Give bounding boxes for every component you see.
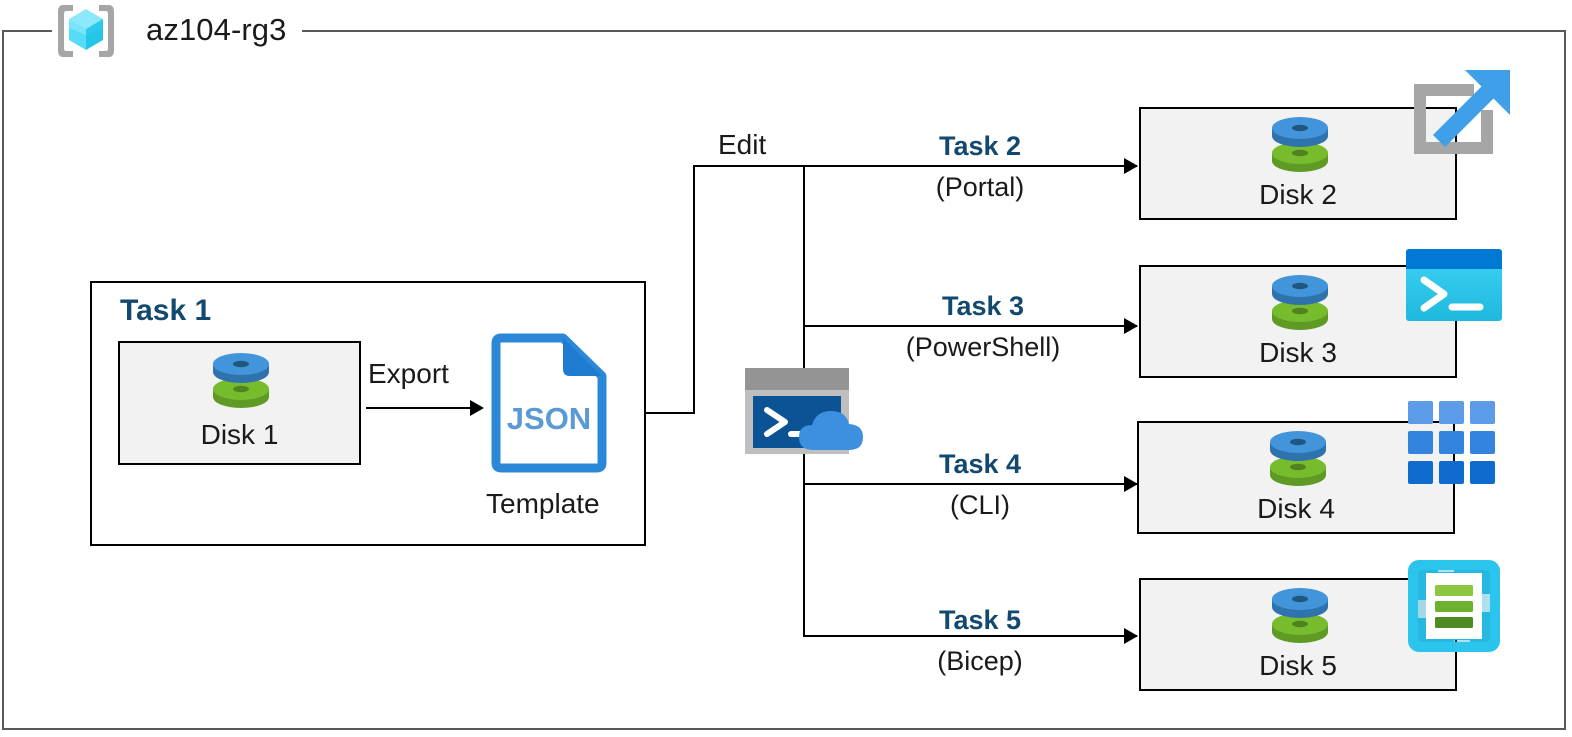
task5-arrow-line — [803, 635, 1137, 637]
azure-resource-group-icon — [55, 2, 117, 60]
edit-riser-line — [693, 165, 695, 414]
task5-label: Task 5 — [938, 605, 1022, 635]
template-caption: Template — [486, 488, 600, 519]
json-file-icon: JSON — [491, 333, 607, 473]
task4-method-label: (CLI) — [950, 490, 1010, 520]
task2-arrow-head — [1124, 158, 1138, 174]
disk3-caption: Disk 3 — [1259, 337, 1337, 368]
edit-label: Edit — [718, 129, 767, 160]
disk1-box: Disk 1 — [118, 341, 361, 465]
disk1-caption: Disk 1 — [200, 419, 279, 450]
managed-disk-icon — [208, 353, 274, 411]
disk4-caption: Disk 4 — [1257, 493, 1335, 524]
resource-group-title-notch — [52, 22, 302, 40]
task2-method-label: (Portal) — [935, 172, 1025, 202]
task3-arrow-head — [1124, 318, 1138, 334]
cloud-shell-icon — [743, 366, 865, 464]
task3-method-label: (PowerShell) — [905, 332, 1061, 362]
task1-label: Task 1 — [120, 294, 212, 327]
export-arrow-line — [366, 407, 473, 409]
template-to-trunk-line — [645, 412, 695, 414]
task4-arrow-head — [1124, 476, 1138, 492]
bicep-icon — [1408, 560, 1500, 652]
task4-label: Task 4 — [938, 449, 1022, 479]
task2-arrow-line — [693, 165, 1137, 167]
task5-method-label: (Bicep) — [937, 646, 1023, 676]
disk3-box: Disk 3 — [1139, 265, 1457, 378]
svg-text:JSON: JSON — [507, 401, 591, 436]
disk2-box: Disk 2 — [1139, 107, 1457, 220]
task3-label: Task 3 — [941, 291, 1025, 321]
task2-label: Task 2 — [938, 131, 1022, 161]
powershell-icon — [1406, 249, 1502, 321]
managed-disk-icon — [1267, 588, 1333, 646]
disk5-box: Disk 5 — [1139, 578, 1457, 691]
managed-disk-icon — [1267, 275, 1333, 333]
disk4-box: Disk 4 — [1137, 421, 1455, 534]
managed-disk-icon — [1265, 431, 1331, 489]
task3-arrow-line — [803, 325, 1137, 327]
task4-arrow-line — [803, 483, 1137, 485]
resource-group-frame — [2, 30, 1566, 730]
disk5-caption: Disk 5 — [1259, 650, 1337, 681]
managed-disk-icon — [1267, 117, 1333, 175]
export-arrow-head — [470, 400, 484, 416]
disk2-caption: Disk 2 — [1259, 179, 1337, 210]
export-label: Export — [368, 358, 449, 389]
azure-portal-icon — [1411, 63, 1519, 167]
resource-group-title: az104-rg3 — [146, 12, 287, 47]
task5-arrow-head — [1124, 628, 1138, 644]
azure-cli-icon — [1408, 401, 1496, 485]
